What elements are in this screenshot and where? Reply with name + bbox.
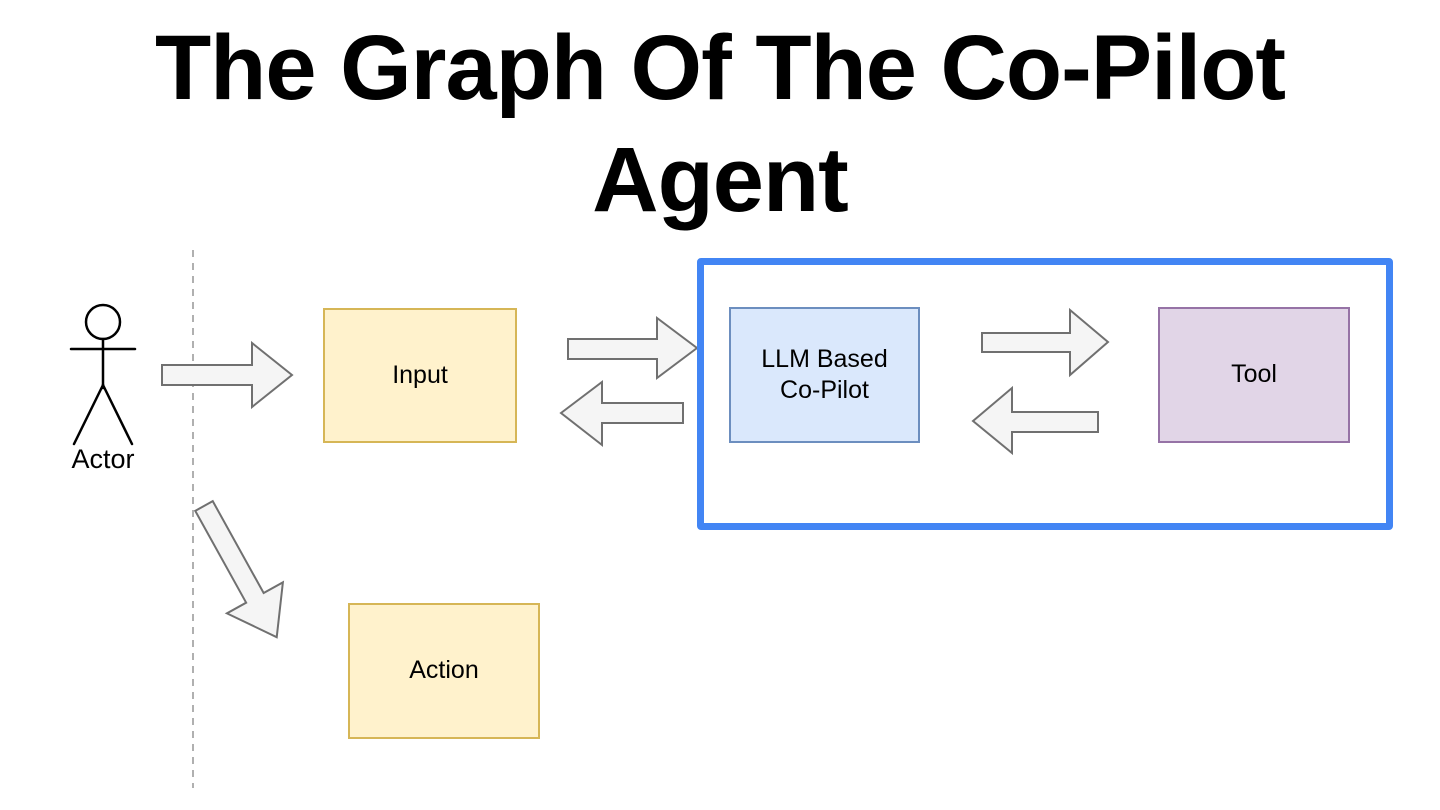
node-action: Action bbox=[348, 603, 540, 739]
actor-figure bbox=[69, 303, 137, 446]
node-tool: Tool bbox=[1158, 307, 1350, 443]
arrow-input-to-action-icon bbox=[193, 499, 285, 639]
node-llm-copilot-label: LLM Based Co-Pilot bbox=[761, 344, 888, 404]
node-tool-label: Tool bbox=[1231, 360, 1277, 389]
actor-right-leg bbox=[101, 383, 134, 446]
diagram-title: The Graph Of The Co-Pilot Agent bbox=[154, 17, 1286, 232]
arrow-actor-to-input-icon bbox=[161, 340, 294, 410]
actor-head bbox=[84, 303, 122, 341]
node-action-label: Action bbox=[409, 656, 479, 685]
copilot-agent-boundary bbox=[697, 258, 1393, 530]
actor-left-leg bbox=[72, 383, 105, 446]
arrow-copilot-to-tool-icon bbox=[981, 307, 1110, 378]
node-llm-copilot: LLM Based Co-Pilot bbox=[729, 307, 920, 443]
arrow-input-to-copilot-icon bbox=[567, 316, 699, 380]
arrow-copilot-to-input-icon bbox=[559, 379, 684, 448]
arrow-tool-to-copilot-icon bbox=[971, 385, 1099, 456]
node-input: Input bbox=[323, 308, 517, 443]
actor-label: Actor bbox=[71, 444, 135, 474]
node-input-label: Input bbox=[392, 360, 448, 389]
